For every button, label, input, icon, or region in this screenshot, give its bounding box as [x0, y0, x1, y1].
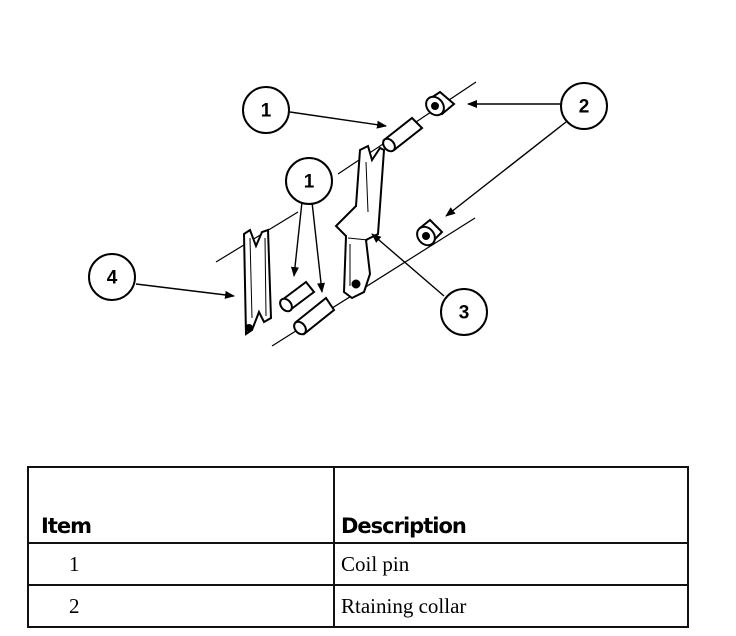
leader-arrow-1-lower [311, 201, 325, 293]
header-description: Description [333, 466, 689, 544]
callout-label-4: 4 [107, 268, 118, 289]
retaining-collar-lower [416, 218, 444, 247]
leader-arrow-3 [371, 233, 445, 297]
callout-label-2: 2 [579, 97, 590, 118]
callout-circle-2 [560, 82, 608, 130]
row-description: Coil pin [333, 542, 689, 586]
callout-circle-4 [88, 253, 136, 301]
leader-arrow-4 [135, 283, 235, 299]
leader-arrow-1-upper [289, 111, 387, 129]
callout-circle-1-upper [242, 86, 290, 134]
parts-legend-table: Item Description 1 Coil pin 2 Rtaining c… [27, 466, 689, 628]
coil-pin-lower [293, 296, 336, 336]
leader-arrow-1-middle [290, 201, 303, 277]
row-item-number: 1 [27, 542, 335, 586]
bracket-plate-left [242, 228, 273, 336]
header-item: Item [27, 466, 335, 544]
exploded-parts-diagram: 1 2 1 4 3 [88, 81, 608, 347]
leader-arrow-2-lower [445, 121, 567, 217]
center-line-left [215, 211, 299, 263]
callout-circle-3 [440, 288, 488, 336]
callout-label-3: 3 [459, 303, 470, 324]
coil-pin-middle [279, 280, 316, 313]
retaining-collar-upper [425, 90, 456, 117]
row-item-number: 2 [27, 584, 335, 628]
coil-pin-upper [382, 116, 424, 153]
callout-circle-1-middle [285, 157, 333, 205]
table-header-row: Item Description [27, 466, 689, 544]
row-description: Rtaining collar [333, 584, 689, 628]
bracket-right [334, 144, 386, 300]
callout-label-1-upper: 1 [261, 101, 272, 122]
table-row: 2 Rtaining collar [27, 584, 689, 628]
callout-label-1-middle: 1 [304, 172, 315, 193]
table-row: 1 Coil pin [27, 542, 689, 586]
